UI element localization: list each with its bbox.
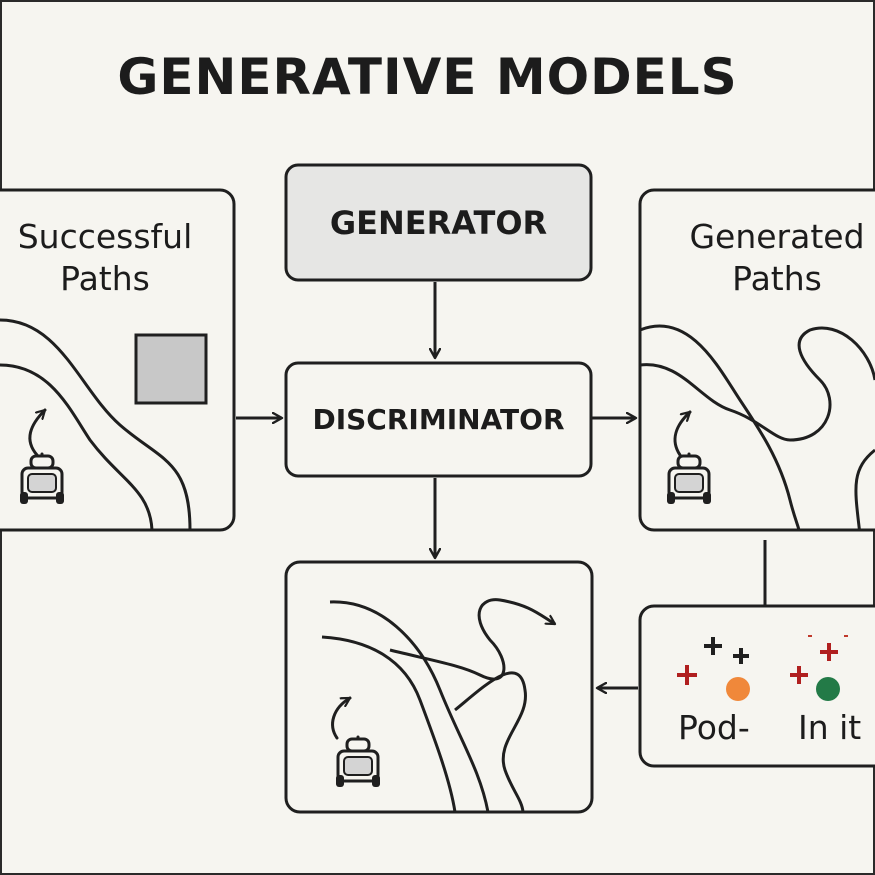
legend-pod-label: Pod- [678,708,750,747]
successful-paths-title: Successful Paths [0,216,210,300]
discriminator-label: DISCRIMINATOR [312,403,565,436]
generated-paths-panel [638,188,875,532]
up-arrow-icon [28,408,47,457]
successful-paths-map [0,318,192,530]
successful-paths-line1: Successful [17,217,193,256]
legend-box [638,604,875,768]
successful-paths-panel [0,188,236,532]
generator-label: GENERATOR [329,203,548,242]
discriminator-box [284,361,593,478]
generator-box [284,163,593,282]
successful-paths-line2: Paths [60,259,150,298]
orange-dot-icon [726,677,750,701]
generated-paths-title: Generated Paths [672,216,875,300]
up-arrow-icon [331,696,352,740]
output-paths-map [321,598,555,812]
obstacle-block [134,333,208,405]
green-dot-icon [816,677,840,701]
up-arrow-icon [673,410,692,457]
legend-init-label: In it [798,708,862,747]
diagram-title: GENERATIVE MODELS [117,48,738,106]
generated-paths-line1: Generated [689,217,865,256]
plus-icon [677,635,848,685]
generated-paths-line2: Paths [732,259,822,298]
generated-paths-map [640,324,875,530]
